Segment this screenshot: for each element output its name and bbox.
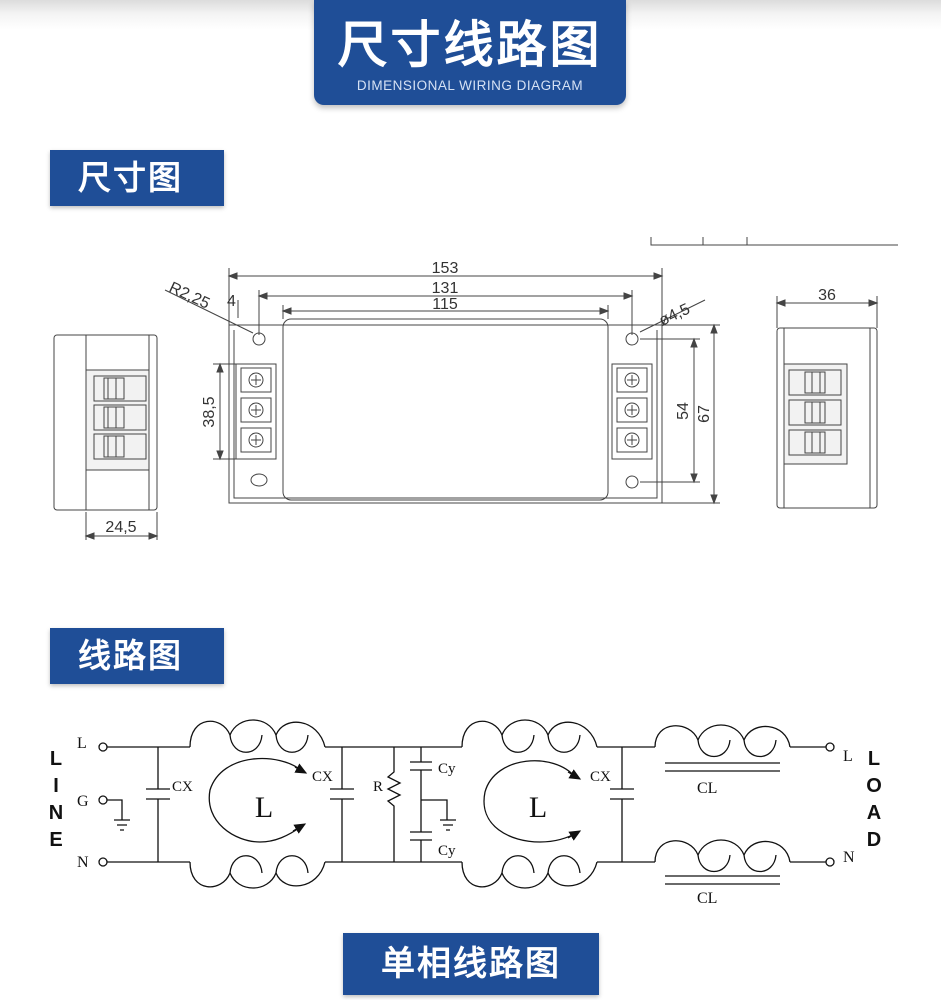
load-letter-3: A <box>867 802 881 824</box>
left-terminal-strip <box>235 363 277 460</box>
dim-side-depth: 24,5 <box>105 519 136 536</box>
cy-bottom-label: Cy <box>438 843 456 859</box>
main-top-view <box>228 318 663 504</box>
dim-hole-spacing-v: 54 <box>675 402 692 420</box>
inductor-2-label: L <box>529 791 547 824</box>
input-l-label: L <box>77 735 87 752</box>
dim-overall-height: 67 <box>696 405 713 423</box>
cx3-label: CX <box>590 769 611 785</box>
reference-line <box>650 237 898 246</box>
cl-top-label: CL <box>697 780 717 797</box>
vertical-dims <box>213 323 720 505</box>
load-letter-4: D <box>867 829 881 851</box>
dim-hole-spacing: 131 <box>432 280 459 297</box>
dim-overall-length: 153 <box>432 260 459 277</box>
output-n-label: N <box>843 849 855 866</box>
inductor-1-label: L <box>255 791 273 824</box>
input-g-label: G <box>77 793 89 810</box>
section-tag-dimension: 尺寸图 <box>50 150 224 206</box>
section-tag-wiring: 线路图 <box>50 628 224 684</box>
line-letter-4: E <box>49 829 62 851</box>
line-letter-2: I <box>53 775 59 797</box>
left-end-view <box>53 334 159 540</box>
caption-single-phase: 单相线路图 <box>343 933 599 995</box>
left-terminal-block <box>93 375 147 460</box>
dim-terminal-height: 38,5 <box>201 396 218 427</box>
page-subtitle: DIMENSIONAL WIRING DIAGRAM <box>356 78 584 93</box>
cy-top-label: Cy <box>438 761 456 777</box>
load-letter-1: L <box>868 748 880 770</box>
cx1-label: CX <box>172 779 193 795</box>
input-n-label: N <box>77 854 89 871</box>
dim-body-length: 115 <box>432 296 458 313</box>
dim-corner-radius: R2,25 <box>166 279 212 312</box>
horizontal-dims <box>164 268 706 335</box>
output-l-label: L <box>843 748 853 765</box>
right-end-view <box>775 296 879 509</box>
dim-hole-diameter: ø4,5 <box>657 301 693 330</box>
cl-bottom-label: CL <box>697 890 717 907</box>
title-banner: 尺寸线路图 DIMENSIONAL WIRING DIAGRAM <box>314 0 626 105</box>
load-letter-2: O <box>866 775 882 797</box>
resistor-label: R <box>373 779 383 795</box>
line-letter-1: L <box>50 748 62 770</box>
cx2-label: CX <box>312 769 333 785</box>
dim-edge: 4 <box>227 293 236 310</box>
line-letter-3: N <box>49 802 63 824</box>
right-terminal-strip <box>611 363 653 460</box>
dim-end-width: 36 <box>818 287 836 304</box>
page-title: 尺寸线路图 <box>337 16 603 74</box>
